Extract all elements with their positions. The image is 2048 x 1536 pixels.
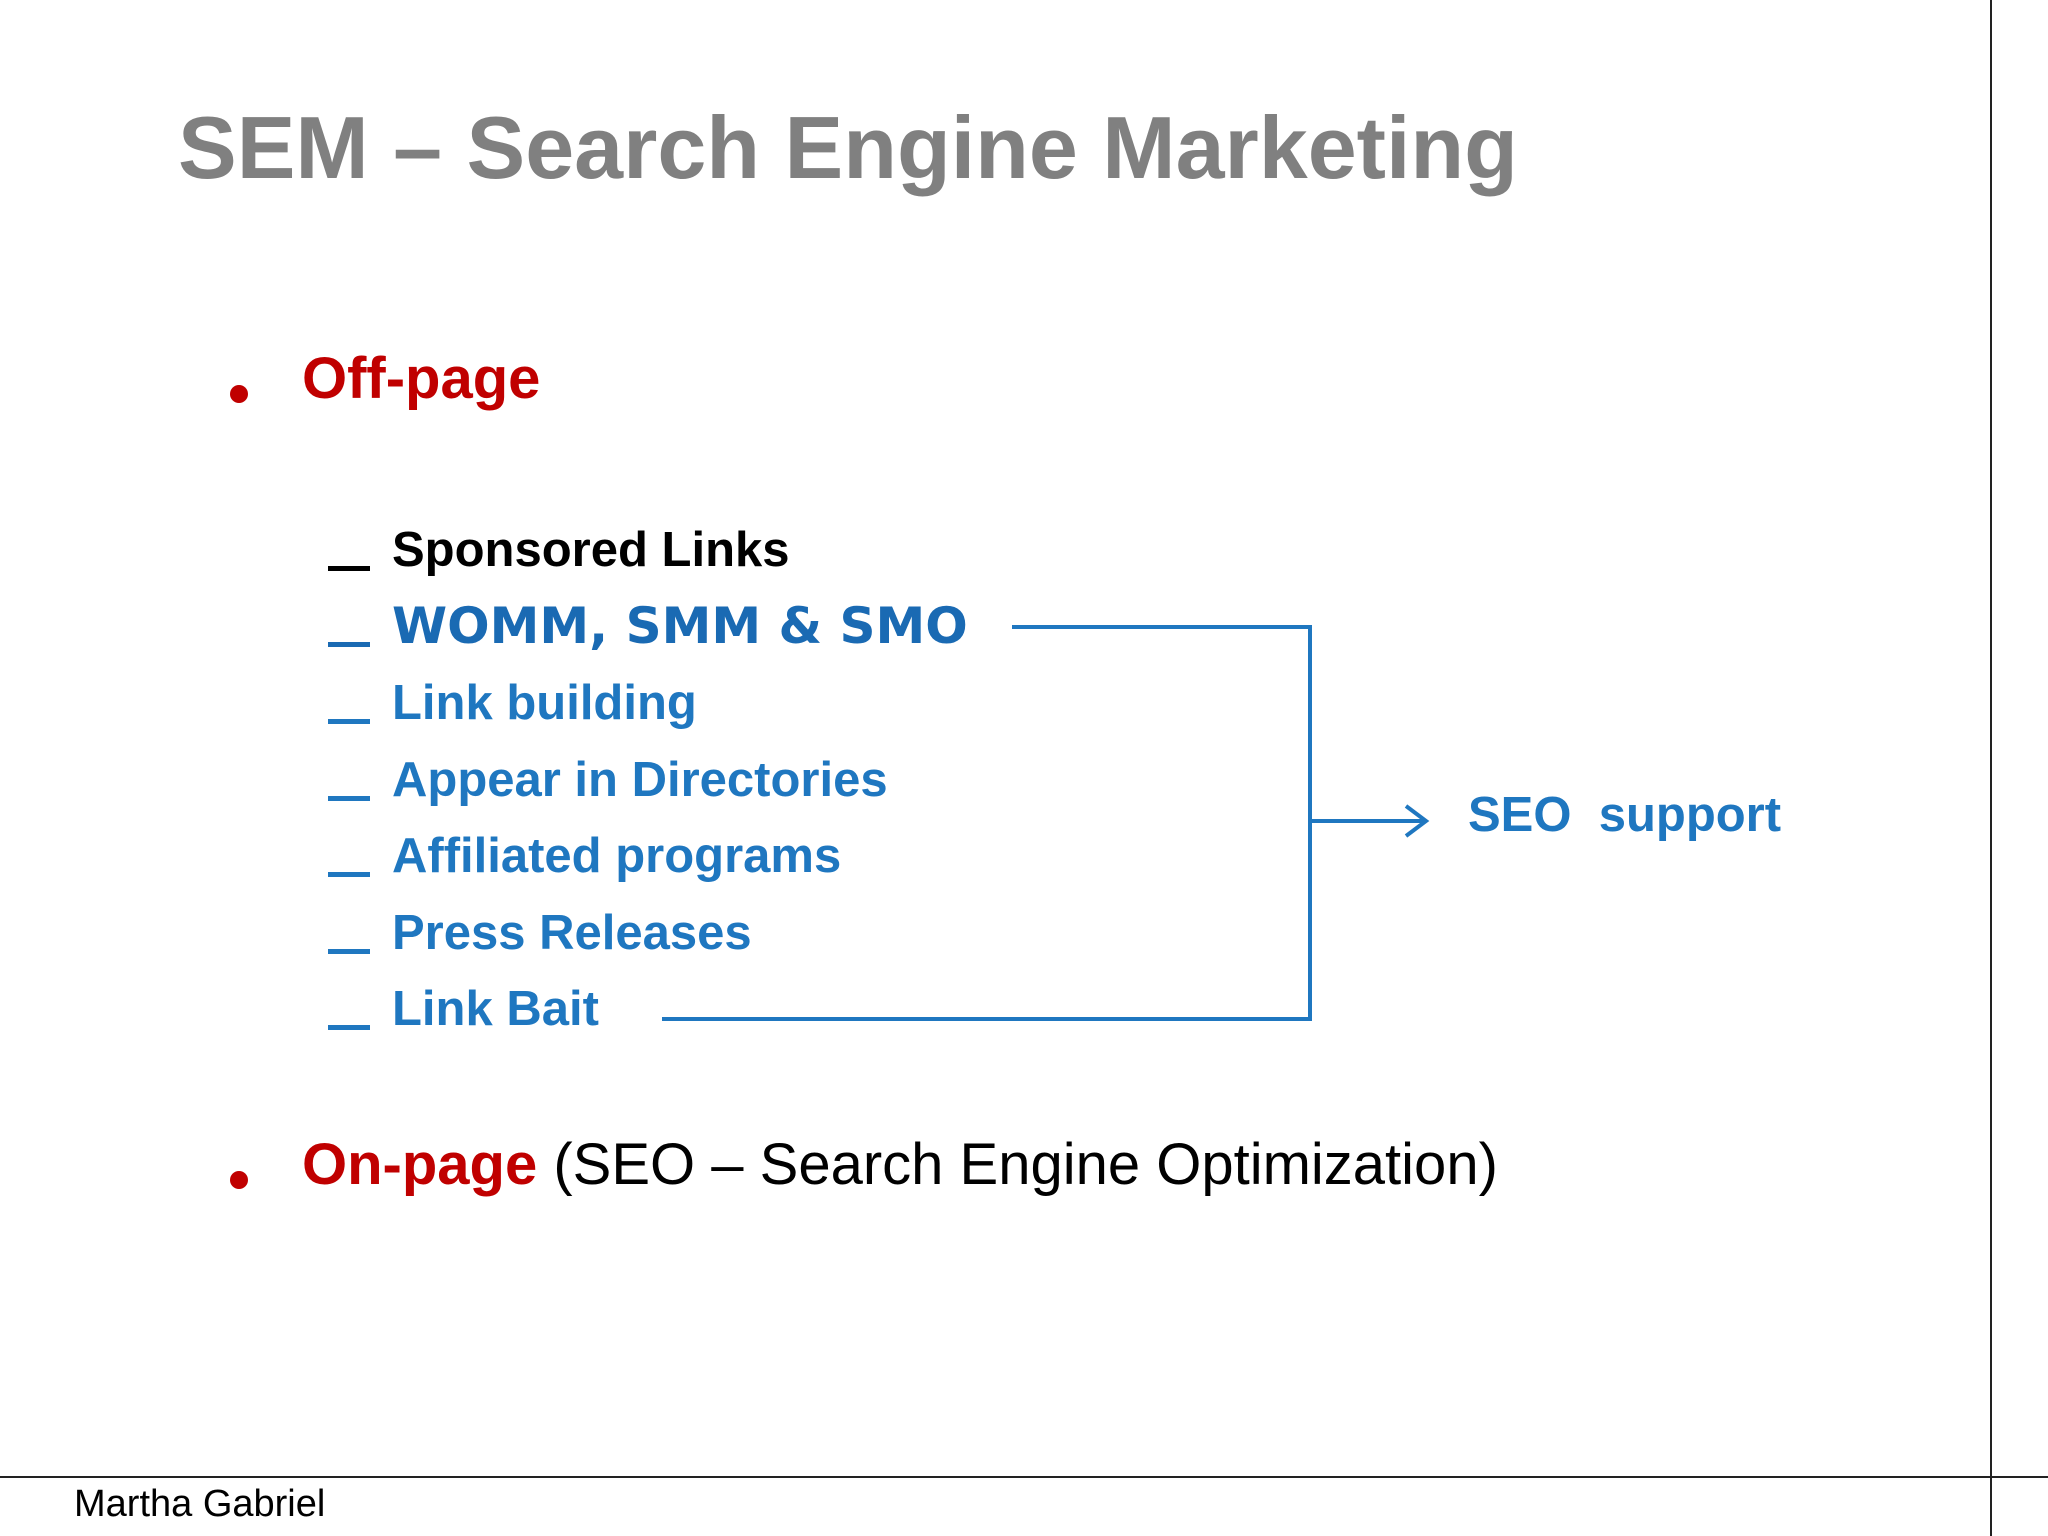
list-item-label: Link building: [392, 676, 697, 730]
dash-icon: [328, 719, 370, 724]
bullet-label: On-page: [302, 1132, 538, 1197]
list-item-label: Link Bait: [392, 982, 599, 1036]
right-border-line: [1990, 0, 1992, 1536]
list-item-label: Press Releases: [392, 906, 752, 960]
footer-divider: [0, 1476, 2048, 1478]
list-item-label: Appear in Directories: [392, 753, 888, 807]
dash-icon: [328, 949, 370, 954]
dash-icon: [328, 566, 370, 571]
footer-author: Martha Gabriel: [74, 1483, 326, 1525]
bullet-text: Off-page: [302, 350, 540, 408]
dash-icon: [328, 796, 370, 801]
bullet-dot-icon: [230, 385, 248, 403]
list-item-label: WOMM, SMM & SMO: [392, 597, 968, 655]
bullet-rest: (SEO – Search Engine Optimization): [537, 1132, 1498, 1197]
dash-icon: [328, 1025, 370, 1030]
arrow-head-icon: [1404, 804, 1430, 838]
bullet-text: On-page (SEO – Search Engine Optimizatio…: [302, 1136, 1498, 1194]
list-item-label: Affiliated programs: [392, 829, 842, 883]
seo-support-label: SEO support: [1468, 788, 1782, 842]
list-item-label: Sponsored Links: [392, 523, 790, 577]
bullet-dot-icon: [230, 1171, 248, 1189]
bullet-label: Off-page: [302, 346, 541, 411]
dash-icon: [328, 872, 370, 877]
dash-icon: [328, 642, 370, 647]
slide-title: SEM – Search Engine Marketing: [178, 98, 1518, 197]
